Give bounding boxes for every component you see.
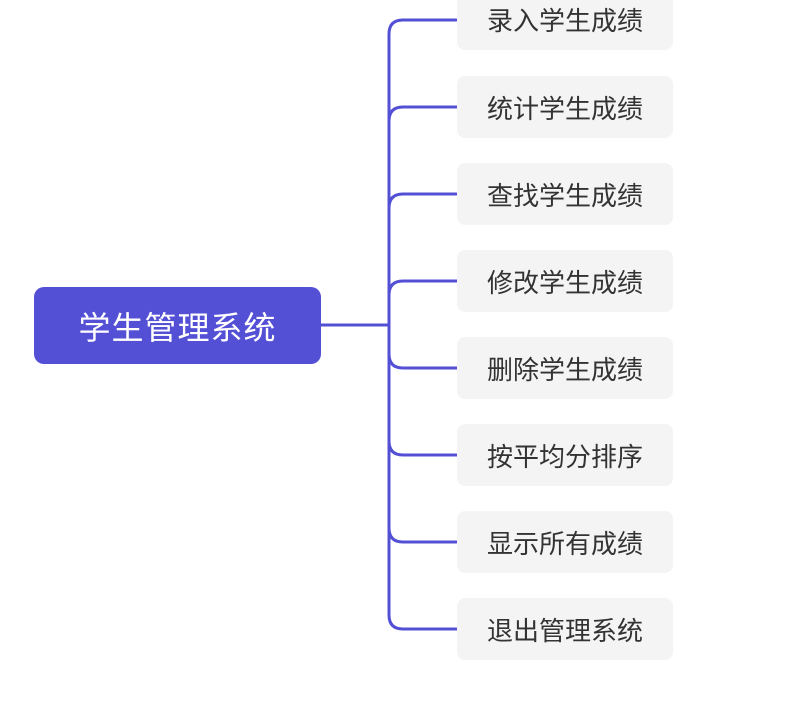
branch-node-exit-system[interactable]: 退出管理系统	[457, 598, 673, 660]
root-node[interactable]: 学生管理系统	[34, 287, 321, 364]
branch-connector-line	[387, 192, 457, 325]
branch-connector-line	[387, 325, 457, 544]
branch-node-sort-by-average[interactable]: 按平均分排序	[457, 424, 673, 486]
branch-connector-line	[387, 325, 457, 370]
branch-connector-line	[387, 325, 457, 457]
branch-connector-line	[387, 18, 457, 325]
branch-node-enter-scores[interactable]: 录入学生成绩	[457, 0, 673, 50]
branch-node-stat-scores[interactable]: 统计学生成绩	[457, 76, 673, 138]
branch-connector-line	[387, 325, 457, 631]
branch-connector-line	[387, 105, 457, 325]
branch-node-delete-scores[interactable]: 删除学生成绩	[457, 337, 673, 399]
branch-node-search-scores[interactable]: 查找学生成绩	[457, 163, 673, 225]
branch-connector-line	[387, 279, 457, 325]
branch-node-show-all-scores[interactable]: 显示所有成绩	[457, 511, 673, 573]
branch-node-edit-scores[interactable]: 修改学生成绩	[457, 250, 673, 312]
